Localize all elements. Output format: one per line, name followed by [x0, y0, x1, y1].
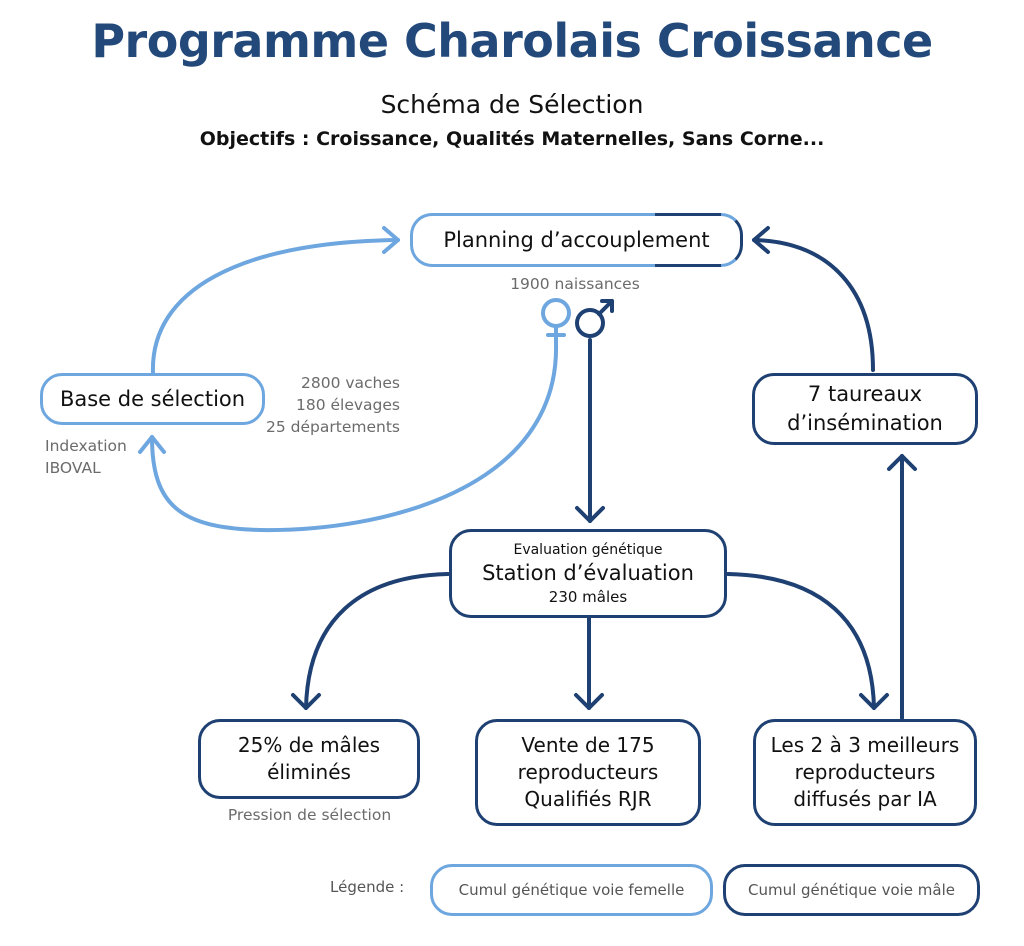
vente-line-1: Vente de 175	[521, 733, 655, 757]
evaluation-header: Evaluation génétique	[513, 542, 663, 558]
meilleurs-line-3: diffusés par IA	[793, 787, 937, 811]
female-symbol-icon	[541, 298, 571, 345]
evaluation-title: Station d’évaluation	[482, 561, 694, 585]
indexation-note: Indexation IBOVAL	[45, 435, 127, 479]
meilleurs-node: Les 2 à 3 meilleurs reproducteurs diffus…	[753, 719, 977, 826]
legend-female: Cumul génétique voie femelle	[430, 864, 713, 916]
legend-label: Légende :	[330, 878, 405, 896]
pression-note: Pression de sélection	[227, 806, 392, 824]
vente-line-2: reproducteurs	[517, 760, 659, 784]
arrow-to-taureaux	[887, 454, 917, 720]
planning-label: Planning d’accouplement	[443, 227, 710, 252]
taureaux-line-2: d’insémination	[787, 411, 943, 435]
base-selection-node: Base de sélection	[40, 373, 265, 425]
base-selection-label: Base de sélection	[59, 386, 246, 411]
objectives-line: Objectifs : Croissance, Qualités Materne…	[199, 128, 825, 150]
naissances-note: 1900 naissances	[510, 275, 640, 293]
legend-male: Cumul génétique voie mâle	[723, 864, 980, 916]
base-stats: 2800 vaches 180 élevages 25 départements	[250, 372, 400, 438]
legend-female-label: Cumul génétique voie femelle	[458, 881, 685, 899]
evaluation-node: Evaluation génétique Station d’évaluatio…	[449, 529, 727, 618]
taureaux-node: 7 taureaux d’insémination	[752, 373, 978, 445]
elimines-node: 25% de mâles éliminés	[198, 719, 420, 799]
taureaux-line-1: 7 taureaux	[807, 382, 923, 406]
planning-border-dark-top	[655, 213, 721, 216]
stat-vaches: 2800 vaches	[300, 374, 400, 392]
vente-line-3: Qualifiés RJR	[524, 787, 652, 811]
vente-node: Vente de 175 reproducteurs Qualifiés RJR	[475, 719, 701, 826]
arrow-to-meilleurs	[726, 572, 889, 710]
elimines-line-2: éliminés	[267, 760, 351, 784]
arrow-taureaux-to-planning	[752, 226, 875, 372]
indexation-line-2: IBOVAL	[45, 459, 101, 477]
indexation-line-1: Indexation	[45, 437, 127, 455]
planning-node: Planning d’accouplement	[410, 213, 743, 267]
planning-border-dark-bottom	[655, 264, 721, 267]
page-title: Programme Charolais Croissance	[91, 14, 933, 68]
arrow-to-vente	[574, 616, 604, 710]
elimines-line-1: 25% de mâles	[237, 733, 381, 757]
female-loop-bottom	[138, 341, 559, 533]
legend-male-label: Cumul génétique voie mâle	[747, 881, 955, 899]
evaluation-count: 230 mâles	[548, 588, 628, 606]
page-subtitle: Schéma de Sélection	[380, 90, 644, 119]
stat-elevages: 180 élevages	[295, 396, 400, 414]
female-loop-top	[150, 226, 400, 375]
meilleurs-line-1: Les 2 à 3 meilleurs	[770, 733, 960, 757]
meilleurs-line-2: reproducteurs	[794, 760, 936, 784]
arrow-to-elimines	[291, 572, 450, 710]
stat-departements: 25 départements	[266, 418, 400, 436]
male-arrow-down	[575, 338, 605, 523]
male-symbol-icon	[575, 299, 614, 338]
